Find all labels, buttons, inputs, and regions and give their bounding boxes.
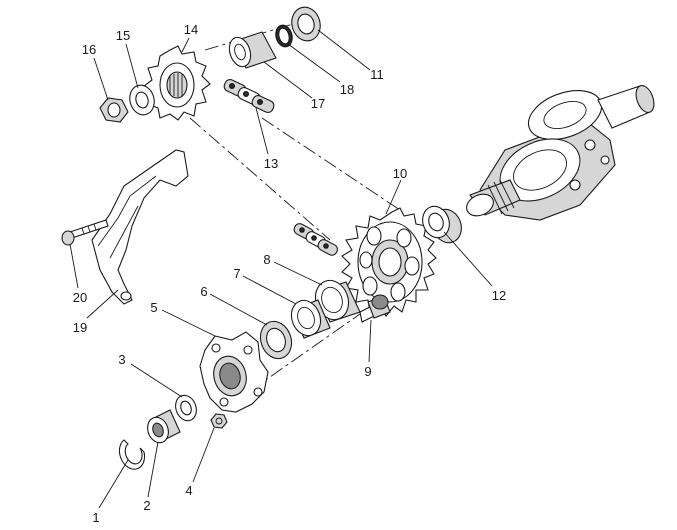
leader-8 [273, 261, 323, 286]
leader-5 [161, 309, 216, 337]
rear-wheel-hub [466, 85, 655, 221]
callout-2: 2 [143, 498, 150, 513]
axis-top-chain [261, 117, 401, 211]
leader-9 [368, 319, 372, 363]
part-5-flange [199, 331, 269, 413]
part-18-o-ring [275, 24, 293, 48]
part-13-chain-lower [293, 223, 338, 256]
leader-1 [98, 459, 129, 509]
leader-3 [130, 363, 183, 398]
callout-18: 18 [340, 82, 354, 97]
leader-7 [242, 275, 297, 305]
leader-14 [181, 37, 190, 53]
callout-20: 20 [73, 290, 87, 305]
part-11-oil-seal [291, 6, 321, 42]
leader-18 [287, 43, 341, 83]
leader-4 [192, 427, 215, 483]
part-15-lock-washer [129, 84, 155, 116]
callout-labels: 1 2 3 4 5 6 7 8 9 10 11 12 13 14 15 16 1… [73, 22, 506, 525]
axis-front-chain [189, 117, 331, 241]
leader-11 [317, 29, 371, 71]
part-3-washer [175, 394, 197, 422]
leader-6 [209, 293, 268, 326]
leader-16 [93, 57, 109, 101]
callout-leaders [69, 29, 493, 509]
part-13-chain-upper [223, 79, 275, 113]
part-1-circlip [118, 439, 146, 470]
part-9-stud [359, 294, 391, 323]
callout-11: 11 [370, 67, 384, 82]
callout-10: 10 [393, 166, 407, 181]
leader-20 [69, 243, 79, 289]
callout-12: 12 [492, 288, 506, 303]
callout-1: 1 [92, 510, 99, 525]
leader-19 [86, 289, 119, 319]
callout-9: 9 [364, 364, 371, 379]
callout-15: 15 [116, 28, 130, 43]
part-8-bearing [314, 279, 361, 323]
leader-13 [255, 107, 269, 155]
part-2-coupling [147, 409, 181, 444]
leader-17 [263, 61, 313, 99]
part-7-bearing [290, 299, 331, 339]
part-19-chain-guard [91, 149, 189, 305]
callout-16: 16 [82, 42, 96, 57]
callout-4: 4 [185, 483, 192, 498]
part-14-front-sprocket [143, 45, 211, 121]
leader-10 [385, 179, 402, 215]
leader-12 [443, 231, 493, 287]
callout-19: 19 [73, 320, 87, 335]
callout-7: 7 [233, 266, 240, 281]
callout-13: 13 [264, 156, 278, 171]
part-16-hex-nut [99, 97, 129, 123]
callout-8: 8 [263, 252, 270, 267]
part-17-sleeve [228, 31, 277, 69]
callout-17: 17 [311, 96, 325, 111]
callout-14: 14 [184, 22, 198, 37]
callout-6: 6 [200, 284, 207, 299]
leader-2 [147, 441, 159, 498]
part-10-rear-sprocket [341, 207, 437, 317]
callout-3: 3 [118, 352, 125, 367]
part-20-bolt [61, 219, 109, 246]
callout-5: 5 [150, 300, 157, 315]
part-4-nut [210, 413, 228, 429]
part-6-seal [259, 320, 293, 360]
leader-15 [125, 43, 139, 89]
